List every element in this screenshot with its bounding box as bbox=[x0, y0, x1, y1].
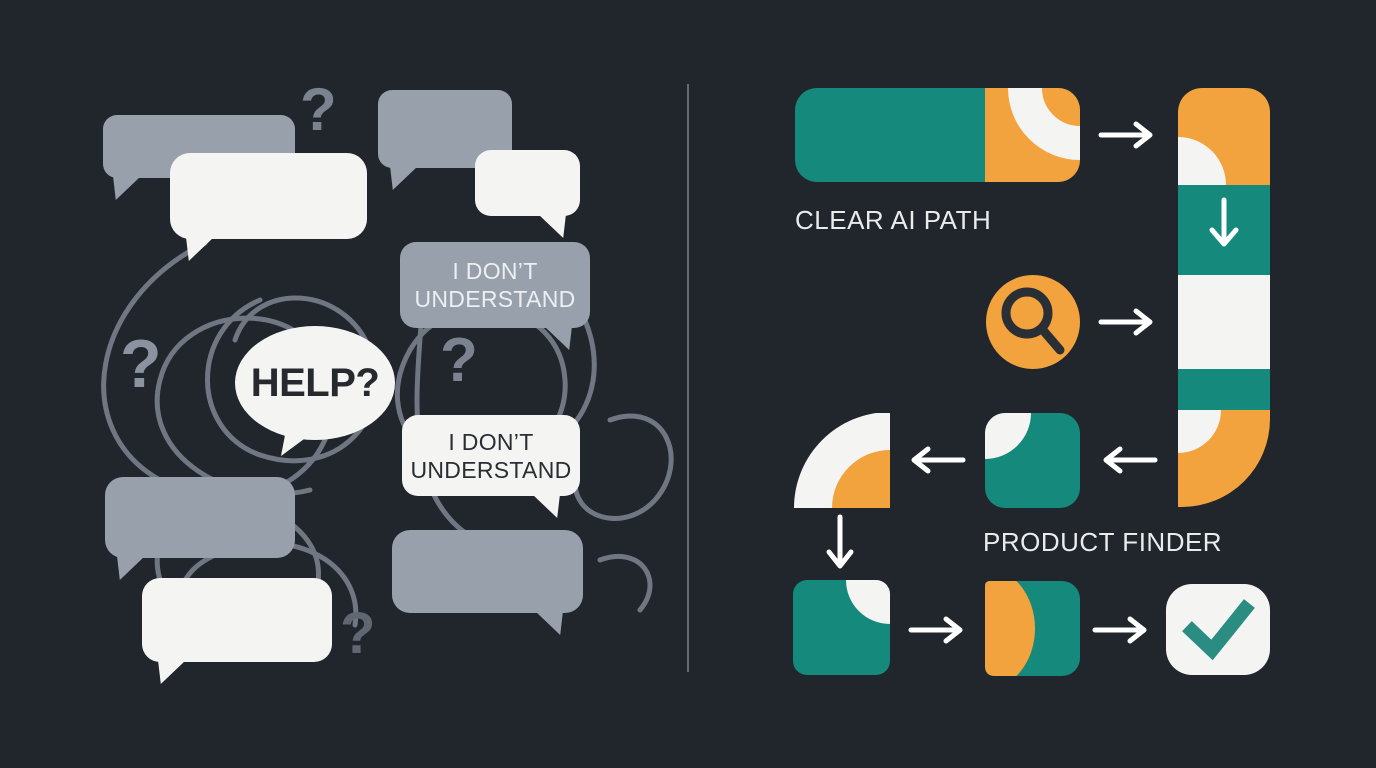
search-icon bbox=[1001, 287, 1065, 355]
path-column-shape bbox=[1178, 88, 1270, 507]
check-icon bbox=[1182, 599, 1255, 661]
bubble-text-line: UNDERSTAND bbox=[414, 286, 576, 312]
speech-bubble-empty-white-2 bbox=[475, 150, 580, 238]
help-label: HELP? bbox=[250, 360, 380, 405]
teal-square-corner-disc-shape bbox=[985, 413, 1080, 508]
teal-square-corner-disc-shape bbox=[793, 580, 890, 675]
half-disc-square-shape bbox=[985, 581, 1080, 676]
question-mark-glyph: ? bbox=[300, 76, 337, 143]
question-mark-glyph: ? bbox=[340, 601, 376, 666]
bubble-text-line: UNDERSTAND bbox=[410, 456, 572, 483]
arrow-right-icon bbox=[1098, 121, 1153, 149]
bubble-text-line: I DON’T bbox=[452, 258, 538, 284]
speech-bubble-empty-gray-4 bbox=[392, 530, 583, 635]
panel-divider bbox=[687, 84, 689, 672]
arrow-left-icon bbox=[911, 446, 966, 474]
success-check-square bbox=[1166, 584, 1270, 675]
product-finder-label: PRODUCT FINDER bbox=[983, 527, 1223, 557]
speech-bubble-empty-gray-3 bbox=[105, 477, 295, 580]
speech-bubble-empty-white-1 bbox=[170, 153, 367, 261]
clear-path-bar-shape bbox=[795, 88, 1080, 182]
speech-bubble-dont-understand-white: I DON’T UNDERSTAND bbox=[402, 415, 580, 518]
clear-ai-path-label: CLEAR AI PATH bbox=[795, 205, 992, 235]
quarter-arc-shape bbox=[794, 413, 890, 508]
bubble-text-line: I DON’T bbox=[448, 428, 534, 455]
arrow-down-icon bbox=[1209, 197, 1239, 247]
question-mark-glyph: ? bbox=[440, 326, 478, 395]
help-speech-bubble: HELP? bbox=[235, 326, 395, 456]
arrow-right-icon bbox=[1092, 616, 1147, 644]
arrow-left-icon bbox=[1103, 446, 1158, 474]
arrow-right-icon bbox=[1098, 308, 1153, 336]
arrow-down-icon bbox=[826, 514, 854, 569]
arrow-right-icon bbox=[908, 616, 963, 644]
speech-bubble-dont-understand-gray: I DON’T UNDERSTAND bbox=[400, 242, 590, 350]
speech-bubble-empty-white-3 bbox=[142, 578, 332, 684]
search-step-circle bbox=[986, 275, 1080, 369]
question-mark-glyph: ? bbox=[120, 326, 162, 402]
